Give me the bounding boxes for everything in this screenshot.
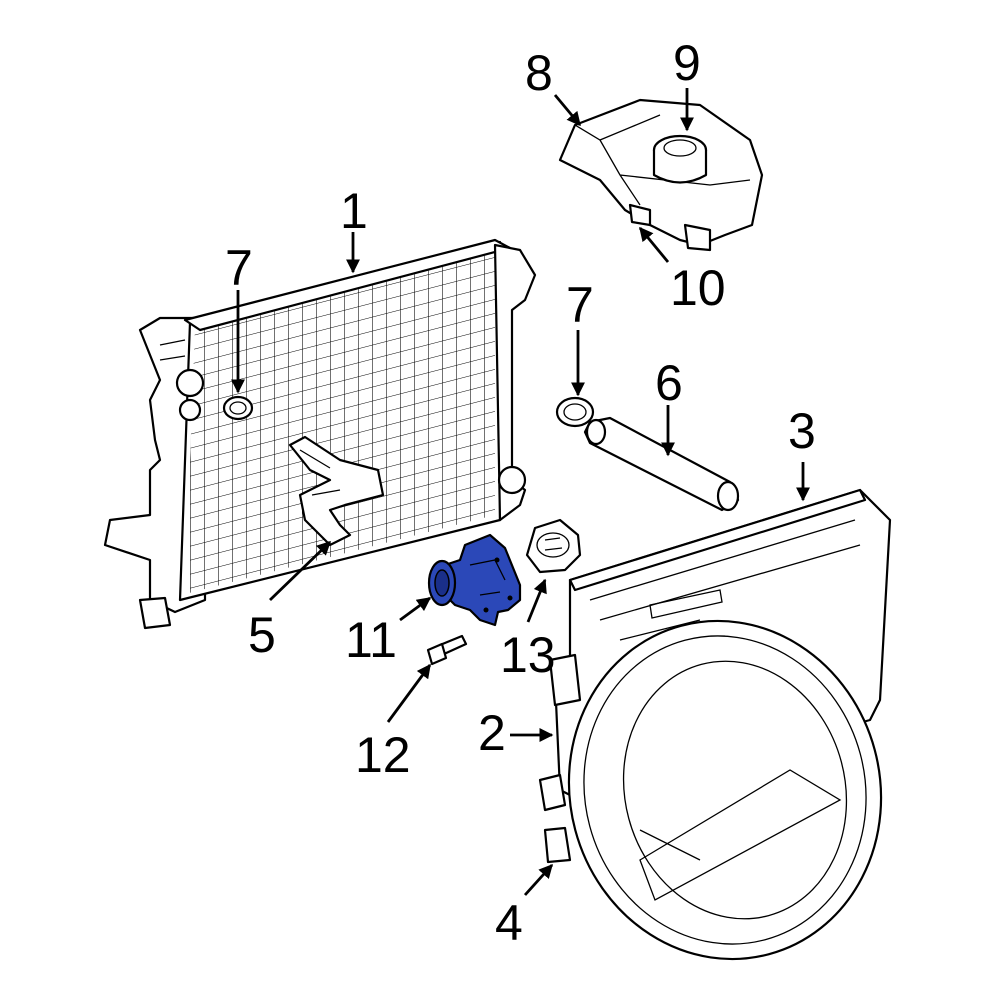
- callout-12: 12: [355, 727, 411, 783]
- callout-labels: 1 2 3 4 5 6 7 7 8 9 10 11 12 13: [225, 35, 816, 951]
- lower-radiator-hose: [288, 435, 385, 547]
- hose-clamp-right: [555, 396, 595, 428]
- callout-9: 9: [673, 35, 701, 91]
- callout-4: 4: [495, 895, 523, 951]
- thermostat: [525, 518, 582, 574]
- callout-7-left: 7: [225, 240, 253, 296]
- callout-7-right: 7: [566, 277, 594, 333]
- bolt: [426, 634, 468, 666]
- callout-1: 1: [340, 183, 368, 239]
- hose-clamp-left: [222, 395, 254, 421]
- callout-11: 11: [345, 612, 397, 668]
- callout-3: 3: [788, 403, 816, 459]
- callout-2: 2: [478, 705, 506, 761]
- coolant-reservoir: [558, 98, 764, 252]
- callout-6: 6: [655, 355, 683, 411]
- fan-shroud: [538, 488, 892, 961]
- leader-lines: [231, 88, 810, 896]
- upper-radiator-hose: [583, 416, 740, 512]
- callout-10: 10: [670, 260, 726, 316]
- callout-5: 5: [248, 607, 276, 663]
- thermostat-housing: [427, 533, 522, 627]
- callout-13: 13: [500, 627, 556, 683]
- callout-8: 8: [525, 45, 553, 101]
